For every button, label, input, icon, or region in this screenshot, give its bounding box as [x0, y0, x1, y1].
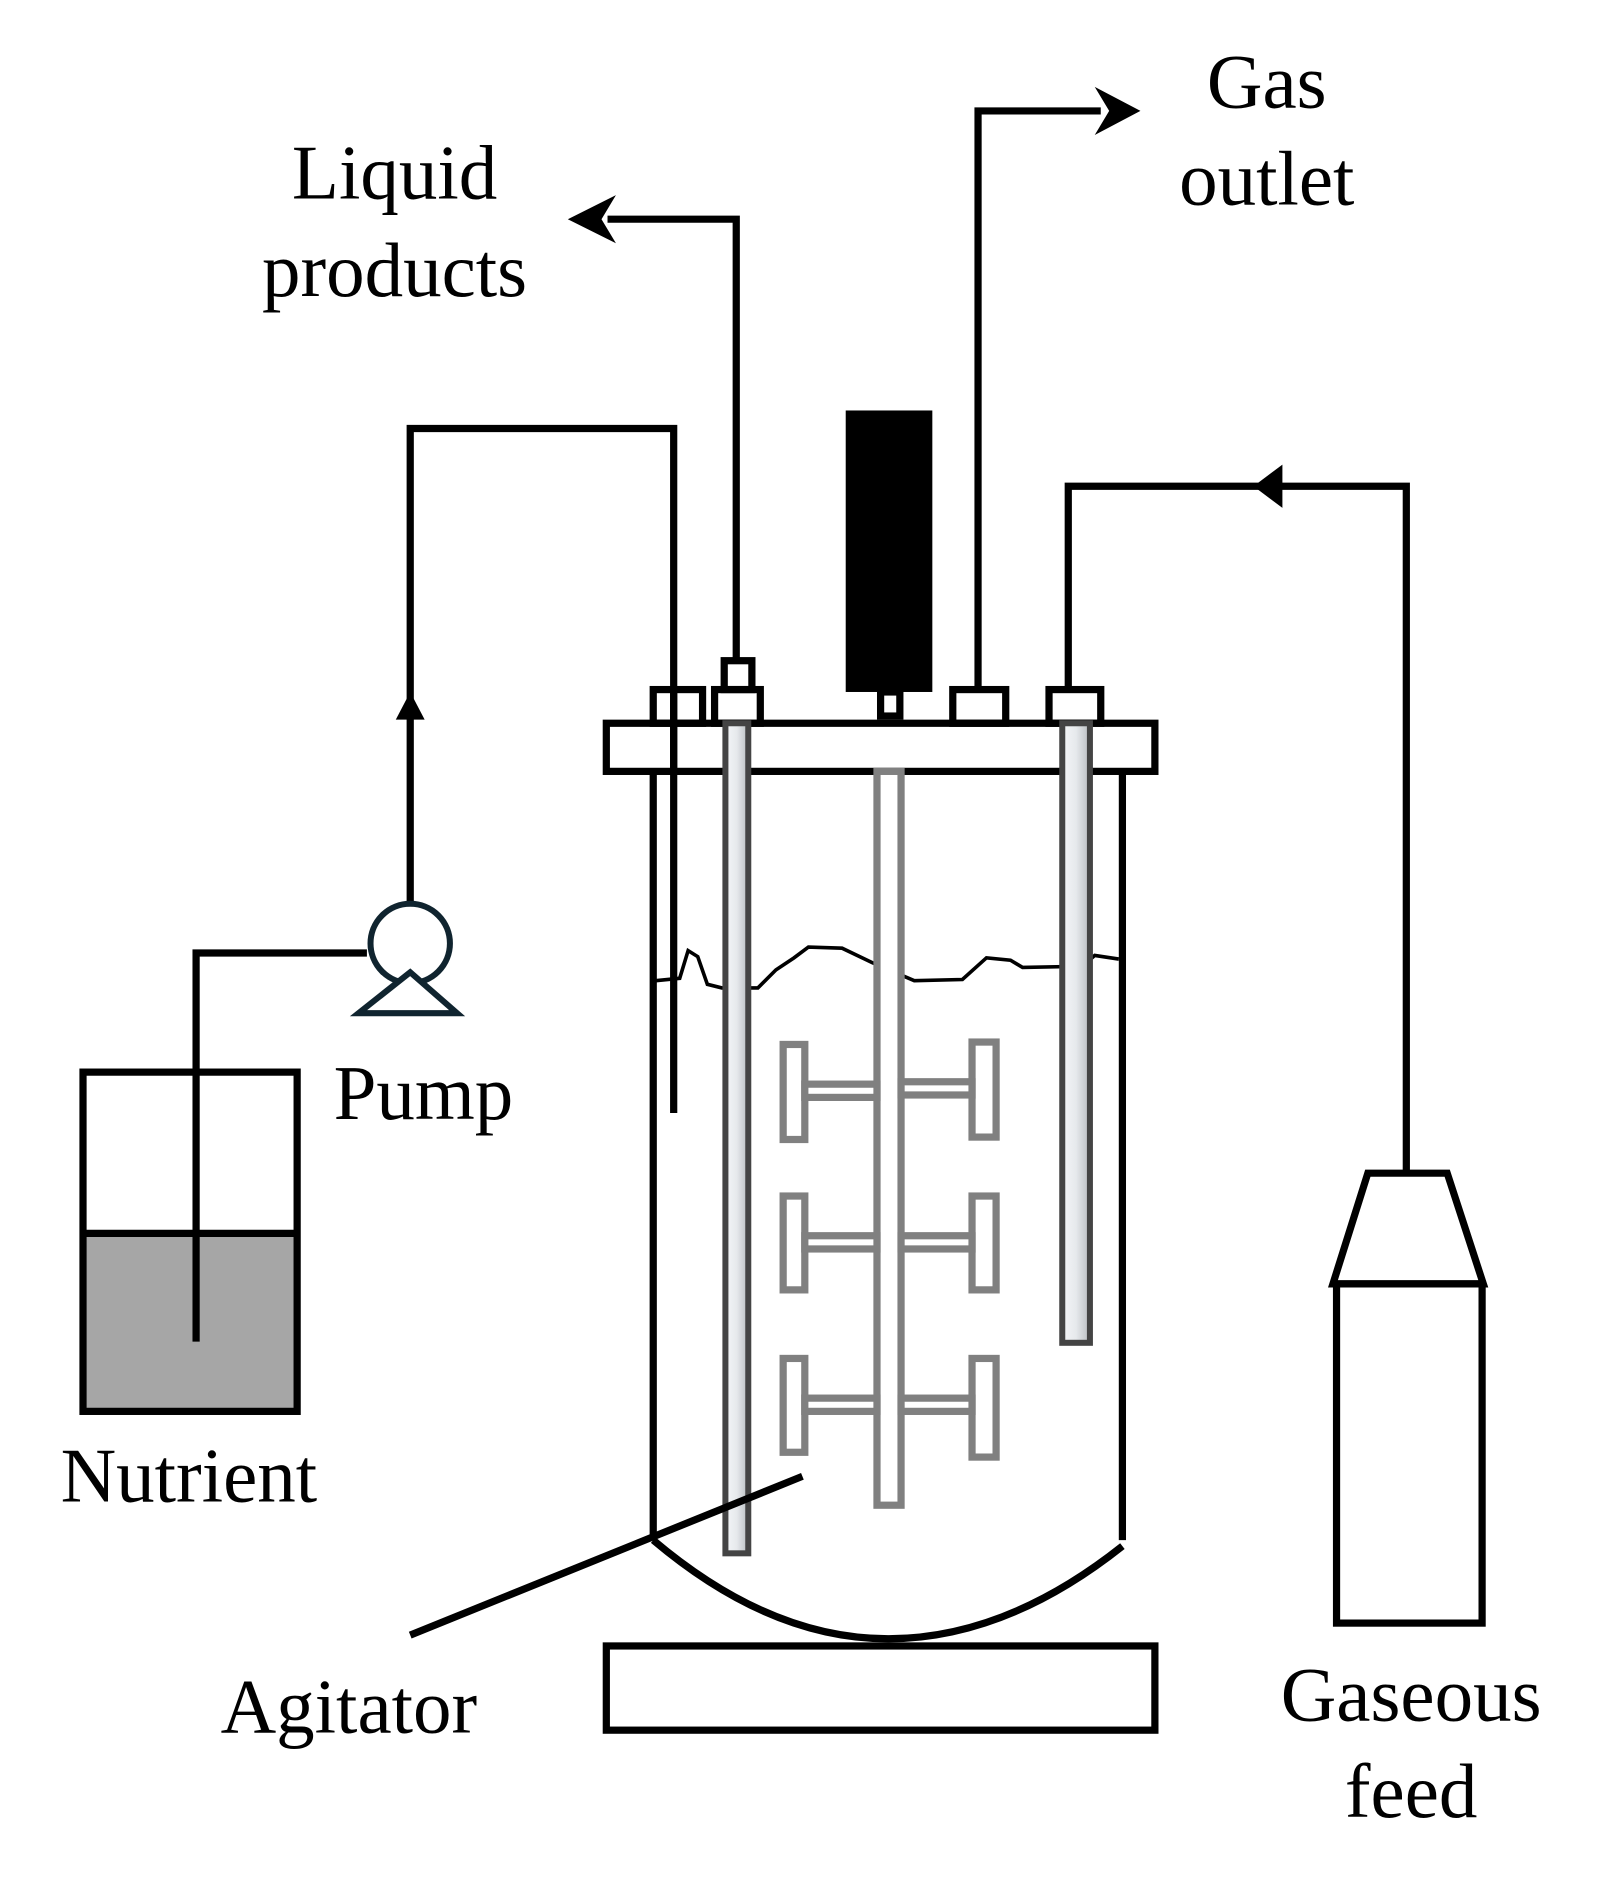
gas-feed-line [1064, 464, 1410, 1174]
pump-icon [349, 900, 466, 1017]
label-gas-outlet-line2: outlet [1179, 136, 1354, 222]
label-liquid-products-line2: products [262, 227, 527, 313]
nutrient-feed-line [192, 424, 678, 1342]
motor-icon [845, 410, 933, 720]
label-gaseous-feed: Gaseous feed [1281, 1652, 1542, 1834]
label-nutrient: Nutrient [61, 1433, 318, 1519]
baffle-right [1059, 720, 1093, 1346]
label-liquid-products: Liquid products [262, 130, 527, 313]
arrow-left-icon [1253, 464, 1283, 508]
gas-outlet-line [974, 86, 1141, 690]
label-gaseous-feed-line1: Gaseous [1281, 1652, 1542, 1738]
reactor-vessel [649, 771, 1127, 1643]
arrow-up-icon [395, 691, 425, 720]
label-pump: Pump [334, 1050, 514, 1136]
label-gas-outlet: Gas outlet [1179, 38, 1354, 221]
stirrer-base [602, 1642, 1159, 1734]
agitator-impeller [779, 767, 1000, 1509]
liquid-products-line [567, 195, 740, 662]
arrow-right-icon [1094, 86, 1141, 135]
gas-cylinder [1328, 1169, 1489, 1627]
label-gas-outlet-line1: Gas [1207, 38, 1327, 124]
label-liquid-products-line1: Liquid [292, 130, 497, 216]
baffle-left [722, 720, 752, 1557]
arrow-left-icon [567, 195, 616, 244]
agitator-pointer [408, 1472, 804, 1639]
liquid-surface [655, 945, 1120, 990]
label-gaseous-feed-line2: feed [1345, 1748, 1477, 1834]
nutrient-vessel [79, 1068, 301, 1415]
label-agitator: Agitator [221, 1664, 478, 1750]
